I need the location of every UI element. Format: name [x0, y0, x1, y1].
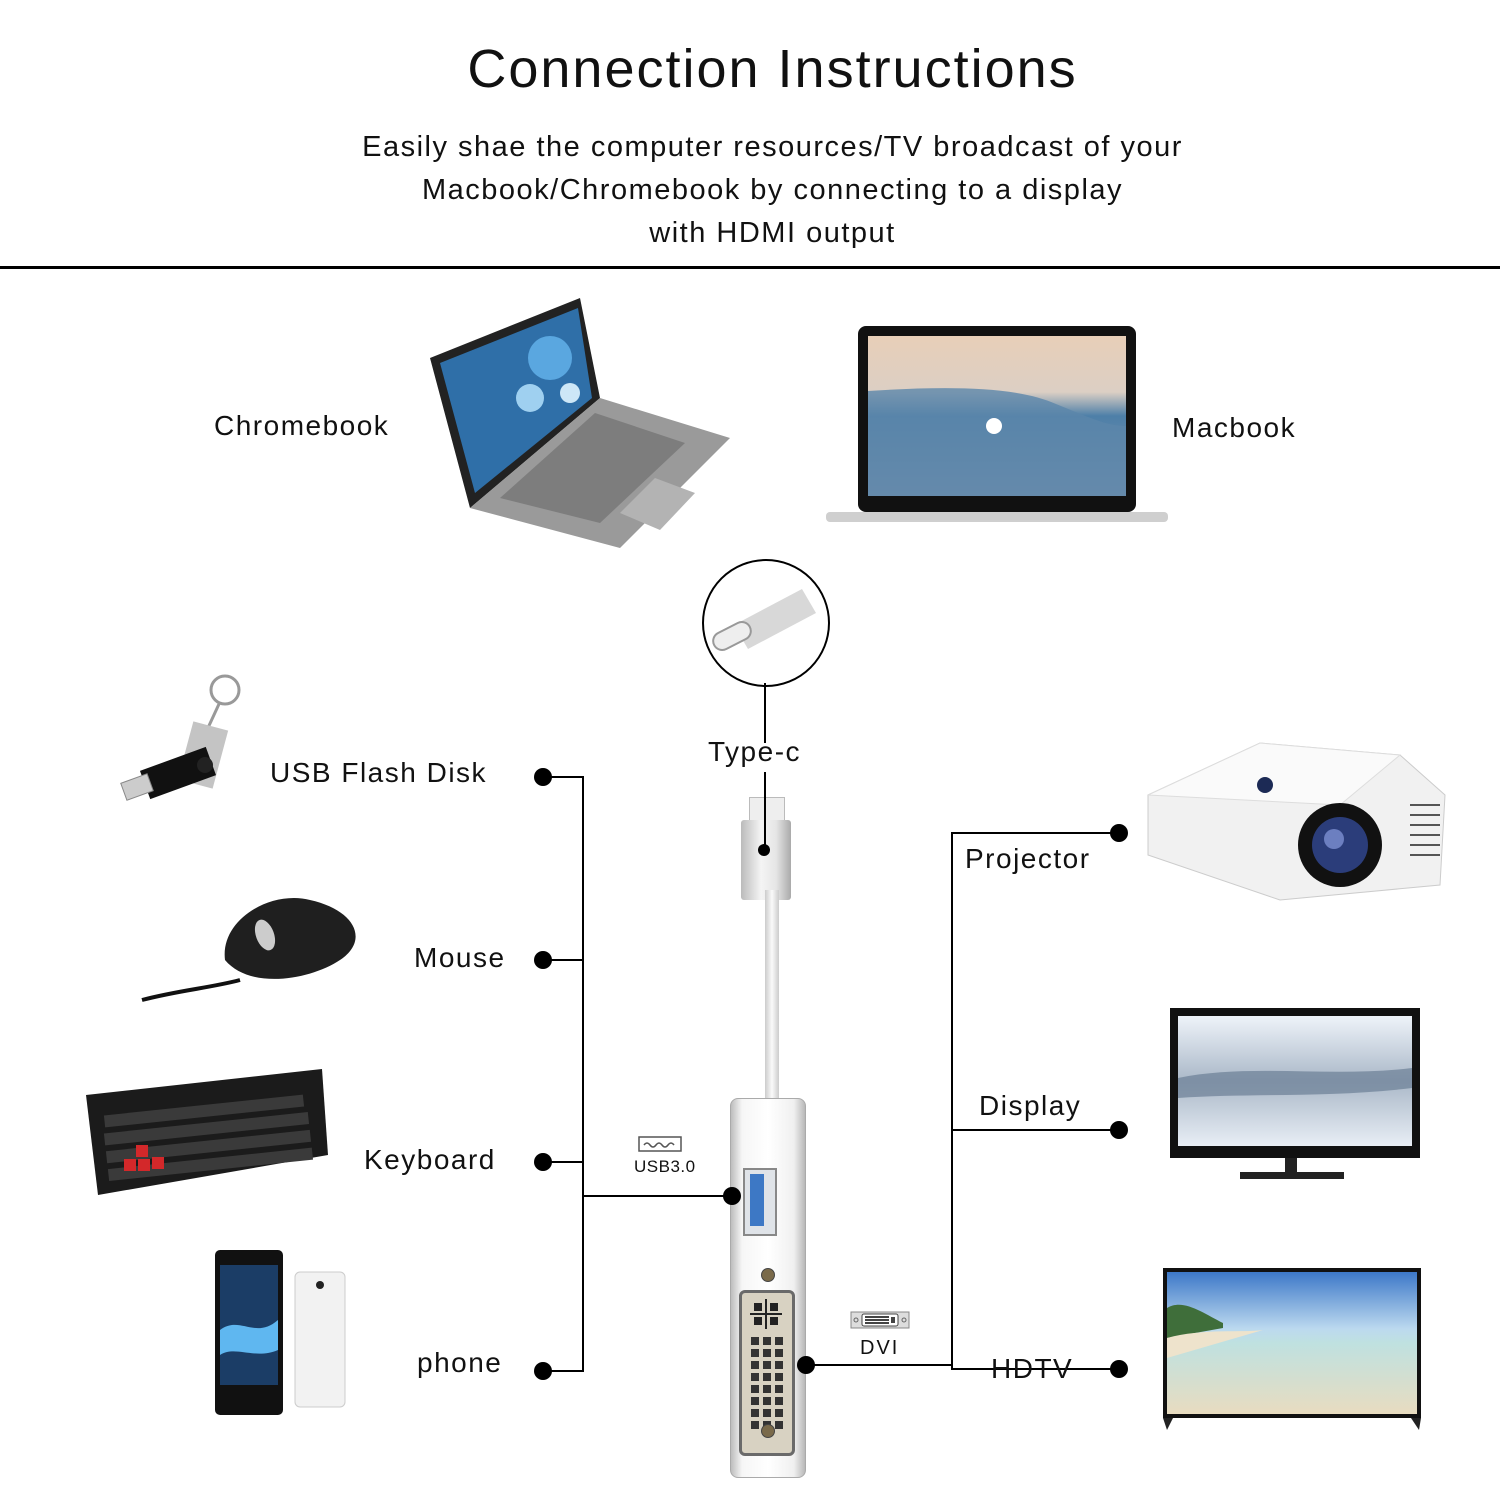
page-title: Connection Instructions	[467, 39, 1078, 99]
connector-dot	[534, 1153, 552, 1171]
type-c-leader-line	[764, 683, 766, 743]
connector-line	[951, 1129, 1119, 1131]
connector-line	[544, 959, 584, 961]
type-c-dot	[758, 844, 770, 856]
connector-line	[544, 776, 584, 778]
subtitle-line: with HDMI output	[649, 217, 896, 249]
connector-line	[544, 1370, 584, 1372]
type-c-connector-callout	[702, 559, 830, 687]
adapter-cable	[765, 890, 779, 1100]
dvi-connector-symbol-icon	[850, 1311, 910, 1329]
phone-icon	[215, 1250, 346, 1415]
type-c-leader-line-lower	[764, 772, 766, 852]
usb3-label: USB3.0	[634, 1157, 696, 1176]
connector-dot	[1110, 1121, 1128, 1139]
screw-icon	[761, 1268, 775, 1282]
projector-icon	[1147, 742, 1446, 901]
hdtv-label: HDTV	[991, 1353, 1074, 1384]
dvi-bus-line	[951, 832, 953, 1370]
display-label: Display	[979, 1090, 1082, 1121]
connector-line	[951, 832, 1119, 834]
usb-port-symbol-icon	[638, 1136, 682, 1152]
connector-dot	[1110, 1360, 1128, 1378]
connector-line	[544, 1161, 584, 1163]
type-c-plug-icon	[712, 589, 816, 651]
chromebook-label: Chromebook	[214, 410, 390, 441]
macbook-laptop-icon	[826, 326, 1168, 522]
connector-dot	[534, 1362, 552, 1380]
usb-port-tongue	[750, 1174, 764, 1226]
subtitle-line: Macbook/Chromebook by connecting to a di…	[421, 174, 1124, 206]
connector-line	[951, 1368, 1119, 1370]
phone-label: phone	[417, 1347, 503, 1378]
tv-icon	[1163, 1268, 1421, 1430]
mouse-icon	[141, 898, 356, 1002]
screw-icon	[761, 1424, 775, 1438]
subtitle-line: Easily shae the computer resources/TV br…	[362, 131, 1183, 163]
projector-label: Projector	[965, 843, 1091, 874]
connector-dot	[1110, 824, 1128, 842]
page-subtitle: Easily shae the computer resources/TV br…	[0, 126, 1500, 255]
connector-dot	[534, 768, 552, 786]
usb-flash-disk-label: USB Flash Disk	[270, 757, 488, 788]
type-c-plug-housing	[741, 820, 791, 900]
usb-port-connector-line	[582, 1195, 732, 1197]
type-c-label: Type-c	[708, 736, 802, 767]
keyboard-icon	[86, 1069, 328, 1195]
dvi-label: DVI	[860, 1337, 900, 1359]
mouse-label: Mouse	[414, 942, 506, 973]
usb-port-dot	[723, 1187, 741, 1205]
monitor-icon	[1170, 1008, 1420, 1179]
dvi-port-dot	[797, 1356, 815, 1374]
usb-bus-line	[582, 776, 584, 1372]
type-c-plug-tip	[749, 797, 785, 824]
connector-dot	[534, 951, 552, 969]
chromebook-laptop-icon	[430, 298, 730, 548]
macbook-label: Macbook	[1172, 412, 1297, 443]
dvi-port-connector-line	[806, 1364, 952, 1366]
keyboard-label: Keyboard	[364, 1144, 496, 1175]
header-divider	[0, 266, 1500, 269]
usb-flash-disk-icon	[120, 674, 241, 801]
